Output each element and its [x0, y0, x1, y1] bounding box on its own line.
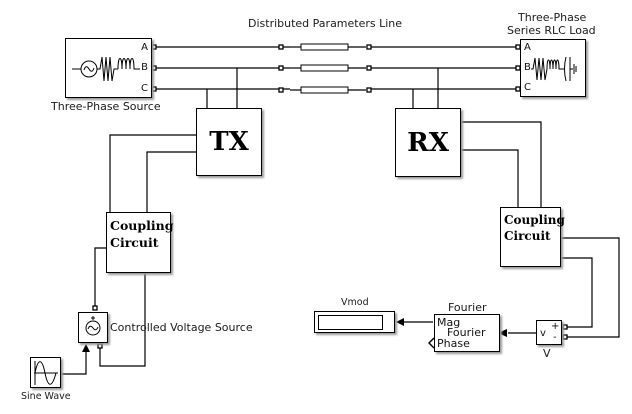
line-segment-c[interactable] [300, 86, 349, 94]
voltmeter-v-inner: v [540, 328, 546, 339]
line-segment-b[interactable] [300, 64, 349, 72]
sine-wave-block[interactable] [30, 357, 61, 388]
cvs-label: Controlled Voltage Source [110, 321, 253, 334]
arrow-vmod-input [396, 318, 404, 326]
fourier-inner-label: Fourier [447, 326, 486, 339]
fourier-block[interactable]: Mag Fourier Phase [434, 314, 500, 352]
wire-coupling-cvs-plus [94, 247, 106, 308]
coupling-tx-line2: Circuit [110, 235, 159, 250]
load-label-line1: Three-Phase [518, 11, 587, 24]
three-phase-load-block[interactable]: A B C [520, 39, 586, 97]
wire-rx-coupling-2 [461, 149, 519, 207]
sine-wave-icon [34, 361, 58, 385]
source-rl-icon [72, 56, 140, 82]
fourier-port-mag: Mag [437, 316, 461, 329]
fourier-label: Fourier [448, 301, 487, 314]
controlled-voltage-source-block[interactable] [78, 312, 108, 343]
source-label: Three-Phase Source [51, 100, 161, 113]
voltmeter-label: V [543, 347, 551, 360]
source-port-c: C [141, 83, 148, 94]
vmod-display-block[interactable] [314, 311, 395, 333]
wire-tx-coupling-1 [109, 134, 196, 212]
load-rlc-icon [531, 56, 577, 82]
wire-coupling-v-plus [561, 257, 593, 328]
voltage-measurement-block[interactable]: v + - [536, 320, 562, 345]
phase-output-chevron-icon [428, 337, 435, 349]
arrow-fourier-input [498, 329, 507, 337]
load-port-c: C [524, 82, 531, 93]
fourier-port-phase: Phase [437, 337, 470, 350]
line-segment-a[interactable] [300, 43, 349, 51]
sine-wave-label: Sine Wave [21, 391, 71, 402]
arrow-cvs-input [82, 344, 90, 352]
wire-rx-coupling-1 [461, 121, 542, 207]
source-port-b: B [141, 62, 148, 73]
wire-coupling-cvs-minus [99, 272, 146, 367]
coupling-tx-line1: Coupling [110, 218, 174, 233]
vmod-display-field [318, 315, 383, 330]
coupling-circuit-rx-block[interactable]: Coupling Circuit [500, 207, 565, 267]
tx-block[interactable]: TX [196, 108, 262, 176]
source-port-a: A [141, 42, 148, 53]
coupling-circuit-tx-block[interactable]: Coupling Circuit [106, 212, 174, 273]
distributed-line-label: Distributed Parameters Line [248, 17, 403, 30]
voltmeter-plus: + [551, 321, 560, 332]
wire-sine-cvs [61, 350, 87, 375]
rx-block[interactable]: RX [395, 108, 461, 177]
rx-label: RX [407, 127, 449, 158]
wire-tx-coupling-2 [146, 151, 196, 212]
load-port-a: A [524, 42, 531, 53]
load-label-line2: Series RLC Load [507, 24, 596, 37]
wire-coupling-v-minus [561, 237, 620, 338]
coupling-rx-line2: Circuit [504, 229, 551, 243]
vmod-label: Vmod [341, 297, 369, 308]
coupling-rx-line1: Coupling [504, 213, 565, 227]
load-port-b: B [524, 62, 531, 73]
tx-label: TX [209, 127, 249, 157]
ac-source-icon [85, 316, 101, 336]
three-phase-source-block[interactable]: A B C [65, 38, 152, 98]
voltmeter-minus: - [553, 332, 557, 343]
